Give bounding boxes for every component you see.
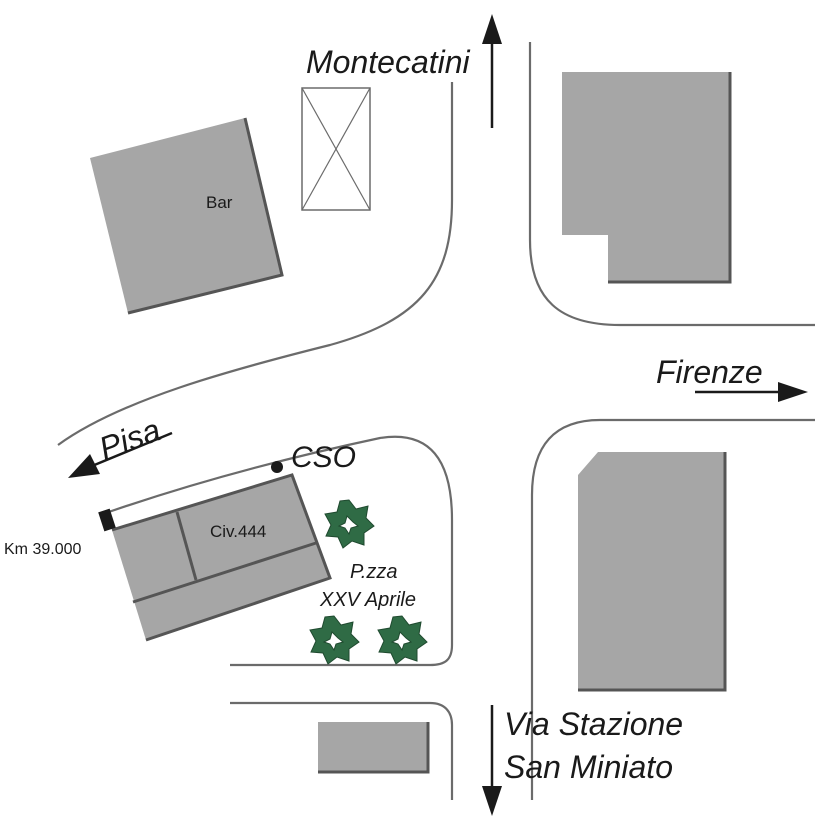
label-pzza: P.zza: [350, 561, 397, 583]
civ-444-building-outline: [111, 473, 332, 642]
tree-icon: [309, 615, 360, 665]
bar-building-shadow: [127, 117, 284, 315]
tree-icon: [324, 499, 375, 549]
cso-point: [271, 461, 283, 473]
trees: [309, 499, 428, 665]
buildings: [90, 72, 732, 774]
label-firenze: Firenze: [656, 354, 763, 390]
road-edge-southeast: [530, 418, 815, 700]
road-edge-southwest-corner: [99, 435, 454, 667]
tree-icon: [377, 615, 428, 665]
label-via-stazione: Via Stazione: [504, 706, 683, 742]
civ-444-divider-vertical: [175, 511, 198, 581]
label-xxv-aprile: XXV Aprile: [319, 589, 416, 611]
southeast-building: [578, 452, 725, 690]
civ-444-building: [112, 475, 330, 640]
south-building-shadow: [318, 722, 430, 774]
road-edge-south-left: [230, 701, 454, 800]
empty-plot: [301, 87, 371, 211]
road-edge-northeast: [528, 42, 815, 327]
arrow-west: [68, 431, 173, 478]
arrow-east: [695, 382, 808, 402]
km-marker: [98, 508, 116, 532]
northeast-building: [562, 72, 730, 282]
label-cso: CSO: [291, 441, 356, 474]
civ-444-divider-horizontal: [132, 541, 317, 604]
label-bar: Bar: [206, 193, 233, 212]
northeast-building-shadow: [608, 72, 732, 284]
label-montecatini: Montecatini: [306, 44, 471, 80]
label-km: Km 39.000: [4, 541, 81, 558]
arrow-north: [482, 14, 502, 128]
south-building: [318, 722, 428, 772]
label-civ-444: Civ.444: [210, 522, 266, 541]
label-pisa: Pisa: [94, 411, 165, 466]
arrow-south: [482, 705, 502, 816]
bar-building: [90, 118, 282, 313]
road-edges: [57, 42, 815, 800]
label-san-miniato: San Miniato: [504, 749, 673, 785]
southeast-building-shadow: [578, 452, 727, 692]
road-edge-northwest: [57, 82, 454, 446]
